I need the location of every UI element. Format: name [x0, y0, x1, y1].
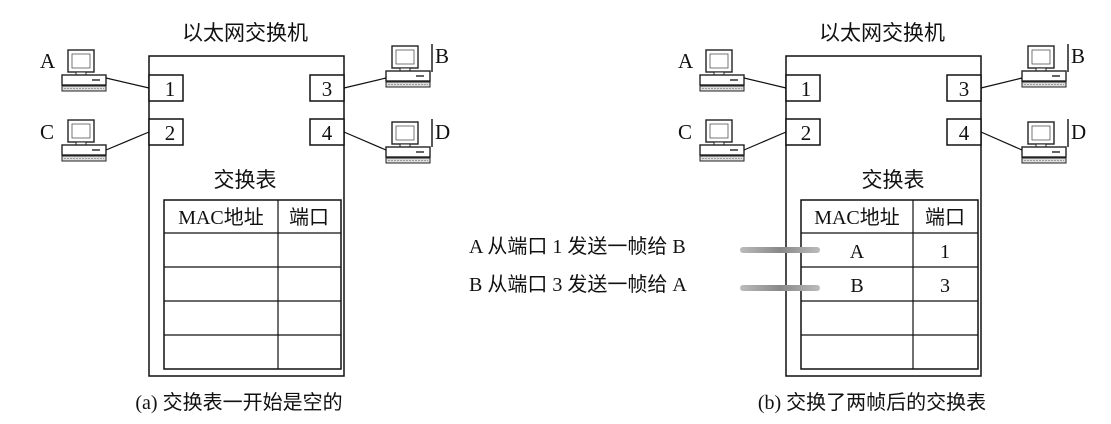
right-host-c: C: [678, 119, 787, 162]
annotation-2: B 从端口 3 发送一帧给 A: [469, 273, 820, 296]
left-host-c: C: [40, 119, 150, 162]
right-caption: (b) 交换了两帧后的交换表: [758, 391, 986, 414]
computer-icon: [61, 49, 107, 92]
left-host-d: D: [343, 119, 450, 164]
left-switch-box: [148, 55, 345, 377]
computer-icon: [61, 119, 107, 162]
left-host-b: B: [343, 44, 449, 89]
right-table-cell-port-2: 3: [940, 275, 950, 297]
left-port-4: 4: [309, 118, 345, 146]
right-table-title: 交换表: [862, 168, 925, 192]
right-table-header-port: 端口: [925, 206, 965, 229]
svg-text:4: 4: [322, 121, 333, 145]
right-port-3: 3: [946, 74, 982, 102]
left-port-2: 2: [148, 118, 184, 146]
computer-icon: [1021, 45, 1067, 88]
right-host-a: A: [678, 49, 787, 92]
computer-icon: [385, 121, 431, 164]
svg-text:1: 1: [801, 77, 812, 101]
computer-icon: [1021, 121, 1067, 164]
svg-text:A 从端口 1 发送一帧给 B: A 从端口 1 发送一帧给 B: [469, 235, 686, 258]
svg-text:D: D: [1071, 120, 1086, 144]
svg-text:B 从端口 3 发送一帧给 A: B 从端口 3 发送一帧给 A: [469, 273, 687, 296]
right-switch-box: [785, 55, 982, 377]
right-table-header-mac: MAC地址: [814, 206, 900, 229]
right-switch-table: MAC地址 端口 A 1 B 3: [800, 199, 979, 370]
right-host-d: D: [980, 119, 1086, 164]
svg-text:4: 4: [959, 121, 970, 145]
right-table-cell-port-1: 1: [940, 241, 950, 263]
svg-text:2: 2: [165, 121, 176, 145]
svg-text:B: B: [1071, 44, 1085, 68]
left-caption: (a) 交换表一开始是空的: [135, 391, 342, 414]
annotation-arrow-1: [740, 247, 820, 253]
right-host-b: B: [980, 44, 1085, 89]
svg-text:C: C: [40, 120, 54, 144]
left-table-header-port: 端口: [289, 206, 329, 229]
svg-text:D: D: [435, 120, 450, 144]
svg-text:A: A: [40, 49, 56, 73]
right-port-1: 1: [785, 74, 821, 102]
left-host-a: A: [40, 49, 150, 92]
left-table-title: 交换表: [214, 168, 277, 192]
annotation-1: A 从端口 1 发送一帧给 B: [469, 235, 820, 258]
svg-text:2: 2: [801, 121, 812, 145]
right-port-4: 4: [946, 118, 982, 146]
svg-text:3: 3: [959, 77, 970, 101]
computer-icon: [699, 119, 745, 162]
computer-icon: [385, 45, 431, 88]
left-switch-table: MAC地址 端口: [163, 199, 342, 370]
svg-text:C: C: [678, 120, 692, 144]
computer-icon: [699, 49, 745, 92]
svg-text:1: 1: [165, 77, 176, 101]
right-table-cell-mac-2: B: [850, 275, 863, 297]
right-table-cell-mac-1: A: [850, 241, 865, 263]
left-switch-title: 以太网交换机: [182, 21, 308, 45]
left-port-3: 3: [309, 74, 345, 102]
left-port-1: 1: [148, 74, 184, 102]
right-panel: 以太网交换机 1 2 3 4 A C: [469, 21, 1086, 414]
left-panel: 以太网交换机 1 2 3 4 A C: [40, 21, 450, 414]
svg-text:B: B: [435, 44, 449, 68]
svg-text:3: 3: [322, 77, 333, 101]
left-table-header-mac: MAC地址: [178, 206, 264, 229]
right-port-2: 2: [785, 118, 821, 146]
annotation-arrow-2: [740, 285, 820, 291]
right-switch-title: 以太网交换机: [819, 21, 945, 45]
svg-text:A: A: [678, 49, 694, 73]
